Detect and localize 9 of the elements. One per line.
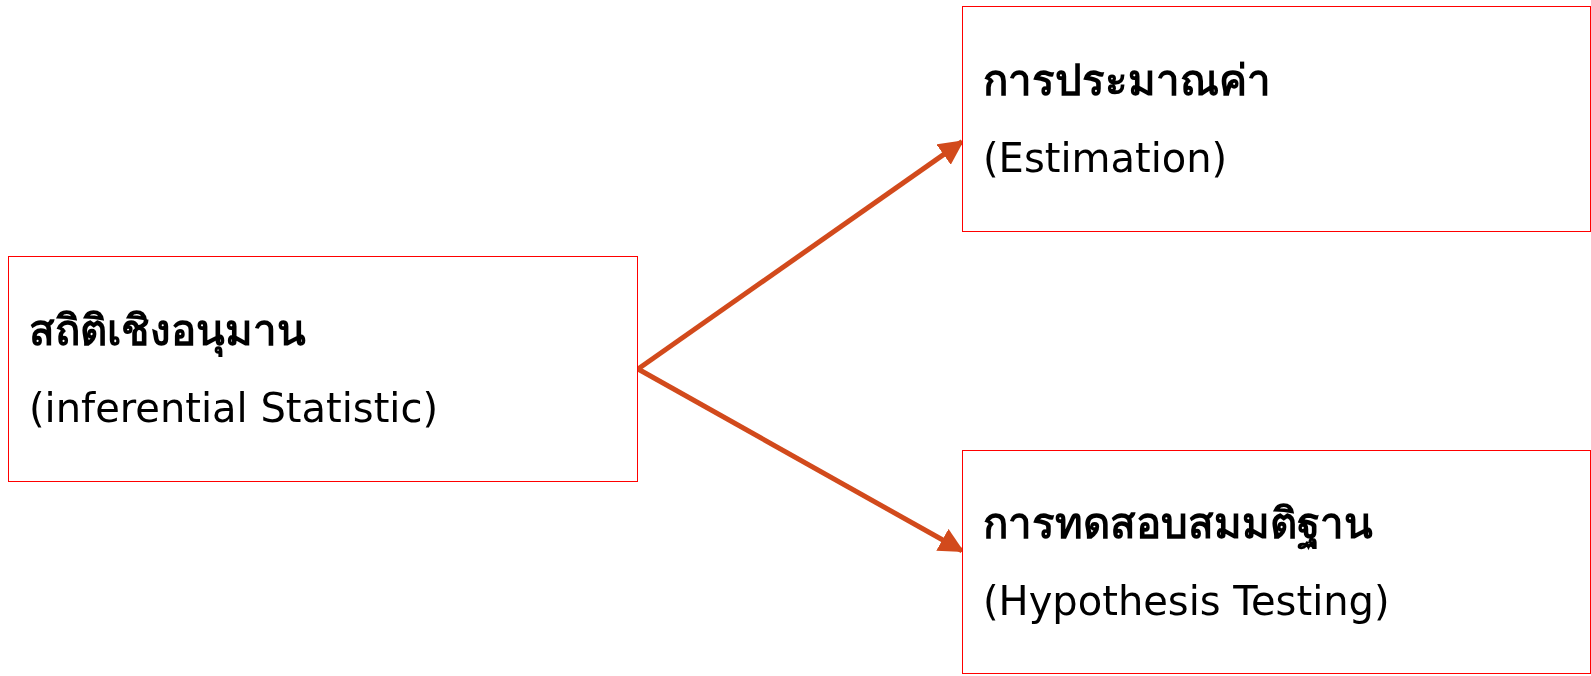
thai-heading: การทดสอบสมมติฐาน xyxy=(983,498,1374,550)
english-subtitle: (inferential Statistic) xyxy=(29,384,440,433)
concept-box xyxy=(962,6,1591,232)
thai-heading: สถิติเชิงอนุมาน xyxy=(29,305,307,357)
english-subtitle: (Hypothesis Testing) xyxy=(983,577,1391,626)
concept-box xyxy=(962,450,1591,674)
thai-heading: การประมาณค่า xyxy=(983,55,1272,107)
english-subtitle: (Estimation) xyxy=(983,134,1229,183)
concept-box xyxy=(8,256,638,482)
